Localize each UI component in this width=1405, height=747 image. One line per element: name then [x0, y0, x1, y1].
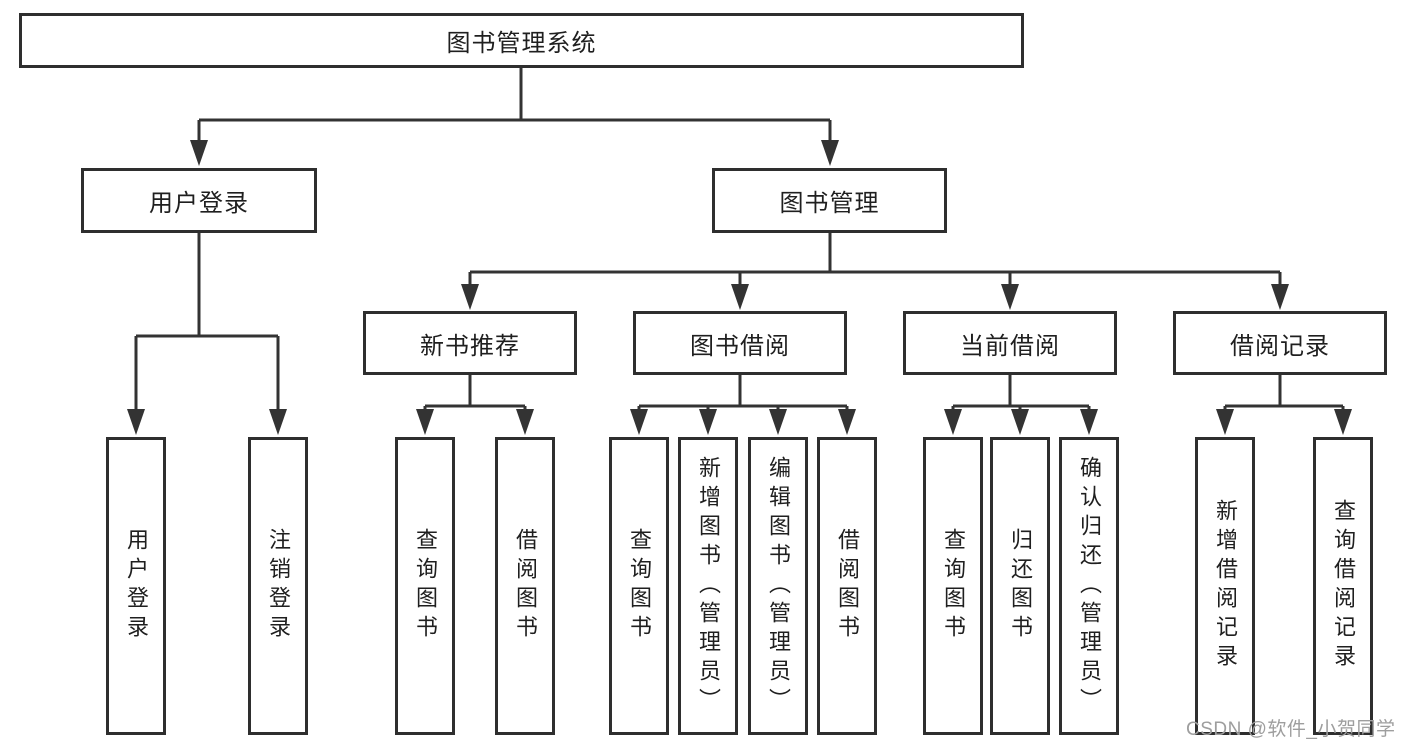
node-label: 图书借阅	[690, 332, 790, 360]
node-label: 注销登录	[266, 528, 291, 644]
node-label: 当前借阅	[960, 332, 1060, 360]
node-label: 确认归还（管理员）	[1077, 455, 1102, 717]
leaf-add-books-admin: 新增图书（管理员）	[678, 437, 738, 735]
leaf-user-login: 用户登录	[106, 437, 166, 735]
leaf-edit-books-admin: 编辑图书（管理员）	[748, 437, 808, 735]
node-label: 图书管理系统	[446, 30, 597, 57]
leaf-query-books-current: 查询图书	[923, 437, 983, 735]
node-label: 归还图书	[1008, 528, 1033, 644]
node-label: 借阅记录	[1230, 332, 1330, 360]
node-label: 查询图书	[941, 528, 966, 644]
leaf-borrow-books: 借阅图书	[817, 437, 877, 735]
node-root-library-system: 图书管理系统	[19, 13, 1024, 68]
leaf-add-borrow-record: 新增借阅记录	[1195, 437, 1255, 735]
node-l3-current-borrowing: 当前借阅	[903, 311, 1117, 375]
leaf-borrow-books-recommend: 借阅图书	[495, 437, 555, 735]
node-label: 借阅图书	[513, 528, 538, 644]
node-label: 查询借阅记录	[1331, 499, 1356, 673]
node-l2-user-login: 用户登录	[81, 168, 317, 233]
arrowheads	[127, 140, 1352, 435]
node-label: 查询图书	[627, 528, 652, 644]
leaf-confirm-return-admin: 确认归还（管理员）	[1059, 437, 1119, 735]
node-label: 新增图书（管理员）	[696, 455, 721, 717]
leaf-query-borrow-record: 查询借阅记录	[1313, 437, 1373, 735]
node-label: 编辑图书（管理员）	[766, 455, 791, 717]
leaf-return-books: 归还图书	[990, 437, 1050, 735]
node-label: 新书推荐	[420, 332, 520, 360]
leaf-query-books-recommend: 查询图书	[395, 437, 455, 735]
node-label: 查询图书	[413, 528, 438, 644]
node-l2-book-management: 图书管理	[712, 168, 947, 233]
leaf-logout: 注销登录	[248, 437, 308, 735]
leaf-query-books-borrowing: 查询图书	[609, 437, 669, 735]
node-l3-borrow-records: 借阅记录	[1173, 311, 1387, 375]
node-l3-book-borrowing: 图书借阅	[633, 311, 847, 375]
node-label: 新增借阅记录	[1213, 499, 1238, 673]
node-label: 用户登录	[149, 190, 249, 217]
node-l3-new-book-recommend: 新书推荐	[363, 311, 577, 375]
node-label: 用户登录	[124, 528, 149, 644]
csdn-watermark: CSDN @软件_小贺同学	[1186, 719, 1396, 740]
node-label: 借阅图书	[835, 528, 860, 644]
node-label: 图书管理	[779, 190, 880, 217]
